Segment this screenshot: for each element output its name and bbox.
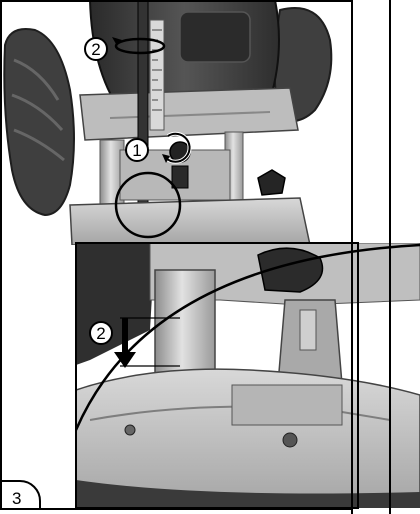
depth-column — [154, 269, 216, 386]
callout-label: 2 — [91, 40, 100, 59]
base-plate — [69, 197, 311, 245]
detail-circle — [114, 171, 182, 239]
router-overview — [0, 0, 352, 245]
detail-frame — [75, 242, 359, 509]
callout-label: 1 — [132, 141, 141, 160]
callout-1: 1 — [125, 138, 149, 162]
panel-number: 3 — [12, 489, 21, 508]
rotate-arrow-icon — [162, 131, 192, 164]
panel-number-tab: 3 — [0, 480, 41, 510]
arrow-down-icon — [114, 318, 136, 368]
callout-2-top: 2 — [84, 37, 108, 61]
callout-2-detail: 2 — [89, 321, 113, 345]
rotate-arrow-icon — [112, 37, 166, 55]
callout-label: 2 — [96, 324, 105, 343]
left-handle — [3, 28, 75, 217]
detail-zoom — [76, 243, 420, 508]
